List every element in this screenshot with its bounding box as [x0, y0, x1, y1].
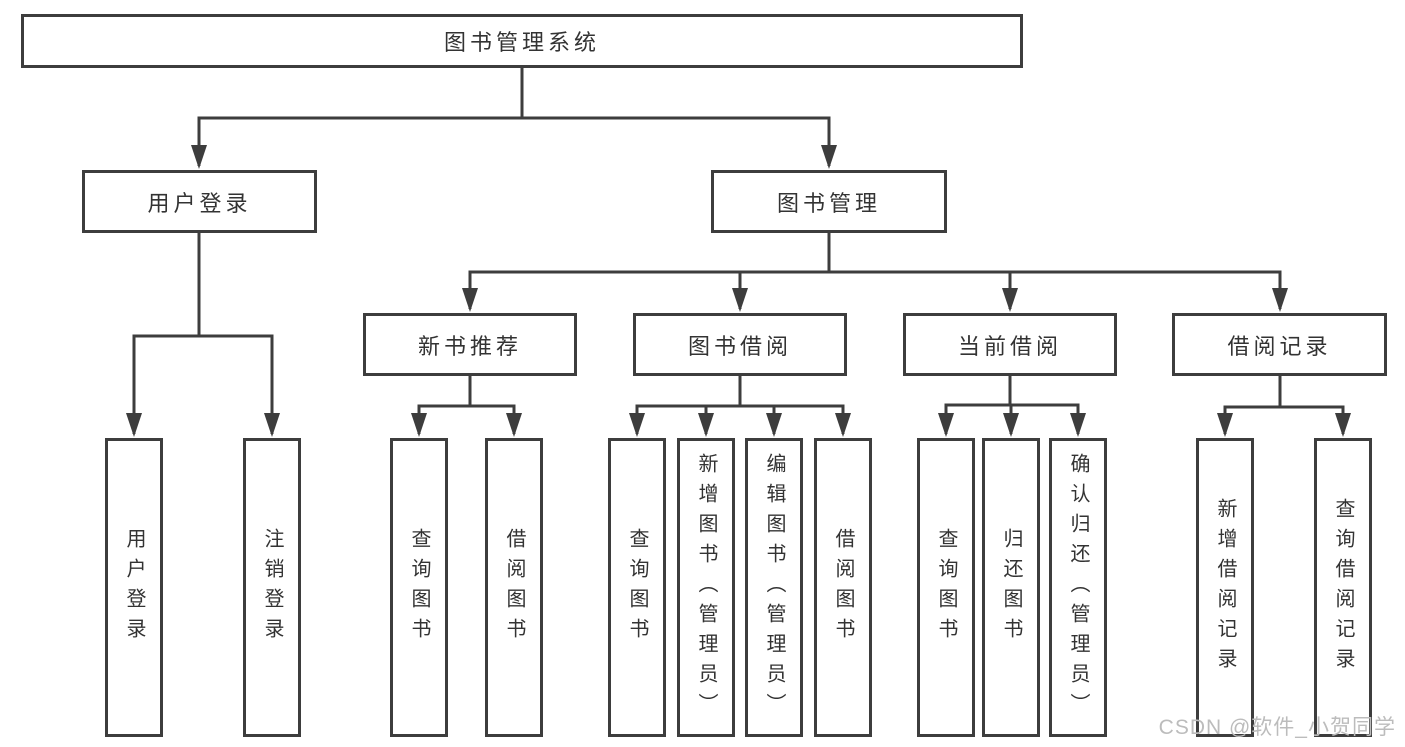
connector-current-borrow-to-leaves	[938, 376, 1086, 437]
node-leaf-add-borrow-record: 新增借阅记录	[1196, 438, 1254, 737]
node-leaf-borrow-book: 借阅图书	[814, 438, 872, 737]
node-leaf-search-book-recommend: 查询图书	[390, 438, 448, 737]
node-leaf-edit-book-admin: 编辑图书（管理员）	[745, 438, 803, 737]
connector-borrow-records-to-leaves	[1217, 376, 1351, 437]
connector-root-to-level2	[191, 67, 837, 169]
connector-new-book-recommend-to-leaves	[411, 376, 522, 437]
node-leaf-return-book: 归还图书	[982, 438, 1040, 737]
connector-book-management-to-level3	[462, 233, 1288, 312]
node-leaf-borrow-book-recommend: 借阅图书	[485, 438, 543, 737]
node-leaf-add-book-admin: 新增图书（管理员）	[677, 438, 735, 737]
node-leaf-search-borrow-record: 查询借阅记录	[1314, 438, 1372, 737]
node-leaf-search-book-borrow: 查询图书	[608, 438, 666, 737]
csdn-watermark: CSDN @软件_小贺同学	[1158, 716, 1396, 739]
node-current-borrow: 当前借阅	[903, 313, 1117, 376]
connector-book-borrow-to-leaves	[629, 376, 851, 437]
node-new-book-recommend: 新书推荐	[363, 313, 577, 376]
node-leaf-user-login: 用户登录	[105, 438, 163, 737]
node-leaf-logout: 注销登录	[243, 438, 301, 737]
node-user-login: 用户登录	[82, 170, 317, 233]
node-book-management: 图书管理	[711, 170, 947, 233]
node-root-system: 图书管理系统	[21, 14, 1023, 68]
node-leaf-search-book-current: 查询图书	[917, 438, 975, 737]
connector-user-login-to-leaves	[126, 233, 280, 437]
node-borrow-records: 借阅记录	[1172, 313, 1387, 376]
node-book-borrow: 图书借阅	[633, 313, 847, 376]
node-leaf-confirm-return-admin: 确认归还（管理员）	[1049, 438, 1107, 737]
